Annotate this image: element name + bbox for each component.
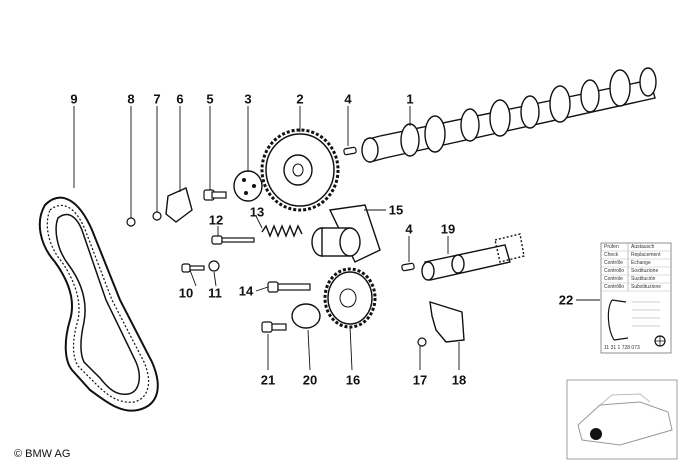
- callout-6: 6: [176, 91, 184, 107]
- callout-10: 10: [178, 285, 194, 301]
- leader-lines: [73, 106, 600, 371]
- bolt-10: [181, 263, 205, 273]
- callout-3: 3: [244, 91, 252, 107]
- crankshaft-sprocket: [323, 267, 377, 329]
- callout-8: 8: [127, 91, 135, 107]
- callout-20: 20: [302, 372, 318, 388]
- callout-4-lower: 4: [405, 221, 413, 237]
- woodruff-key-lower: [401, 262, 415, 272]
- chart-cell: Sustitución: [631, 276, 656, 282]
- callout-1: 1: [406, 91, 414, 107]
- chart-cell: Check: [604, 252, 619, 258]
- intermediate-shaft: [421, 233, 525, 281]
- chart-cell: Replacement: [631, 252, 661, 258]
- service-chart: [600, 242, 672, 354]
- tension-spring: [261, 224, 303, 238]
- callout-21: 21: [260, 372, 276, 388]
- chart-cell: Substituzione: [631, 284, 662, 290]
- callout-12: 12: [208, 212, 224, 228]
- chart-cell: Echange: [631, 260, 651, 266]
- callout-22: 22: [558, 292, 574, 308]
- callout-9: 9: [70, 91, 78, 107]
- callout-5: 5: [206, 91, 214, 107]
- timing-belt: [38, 196, 159, 412]
- callout-2: 2: [296, 91, 304, 107]
- callout-13: 13: [249, 204, 265, 220]
- guide-pin: [211, 235, 255, 245]
- hex-bolt: [203, 189, 227, 201]
- callout-17: 17: [412, 372, 428, 388]
- bolt-21: [261, 321, 287, 333]
- chart-cell: Controle: [604, 276, 623, 282]
- camshaft-sprocket: [260, 128, 340, 212]
- callout-15: 15: [388, 202, 404, 218]
- woodruff-key-upper: [343, 146, 357, 156]
- vehicle-location-thumbnail: [566, 379, 678, 460]
- chart-cell: Contrôle: [604, 260, 623, 266]
- callout-16: 16: [345, 372, 361, 388]
- callout-19: 19: [440, 221, 456, 237]
- bolt-14: [267, 281, 311, 293]
- chart-cell: Prüfen: [604, 244, 619, 250]
- chart-cell: Contrôllo: [604, 284, 625, 290]
- chart-cell: Sostituzione: [631, 268, 659, 274]
- chart-part-code: 11 31 1 728 073: [604, 345, 640, 351]
- washer: [152, 211, 162, 221]
- screw-17: [417, 337, 427, 347]
- cover-plate: [429, 301, 465, 343]
- callout-18: 18: [451, 372, 467, 388]
- washer-11: [208, 260, 220, 272]
- callout-7: 7: [153, 91, 161, 107]
- tensioner-bracket: [165, 187, 193, 223]
- tensioner-roller: [311, 204, 381, 263]
- location-marker-icon: [590, 428, 602, 440]
- chart-cell: Austausch: [631, 244, 655, 250]
- socket-screw: [126, 217, 136, 227]
- drive-pulley: [291, 303, 321, 329]
- callout-4-upper: 4: [344, 91, 352, 107]
- sprocket-hub: [233, 170, 263, 202]
- callout-14: 14: [238, 283, 254, 299]
- camshaft: [361, 67, 657, 163]
- copyright-notice: © BMW AG: [14, 448, 71, 460]
- callout-11: 11: [208, 285, 222, 301]
- chart-cell: Controllo: [604, 268, 625, 274]
